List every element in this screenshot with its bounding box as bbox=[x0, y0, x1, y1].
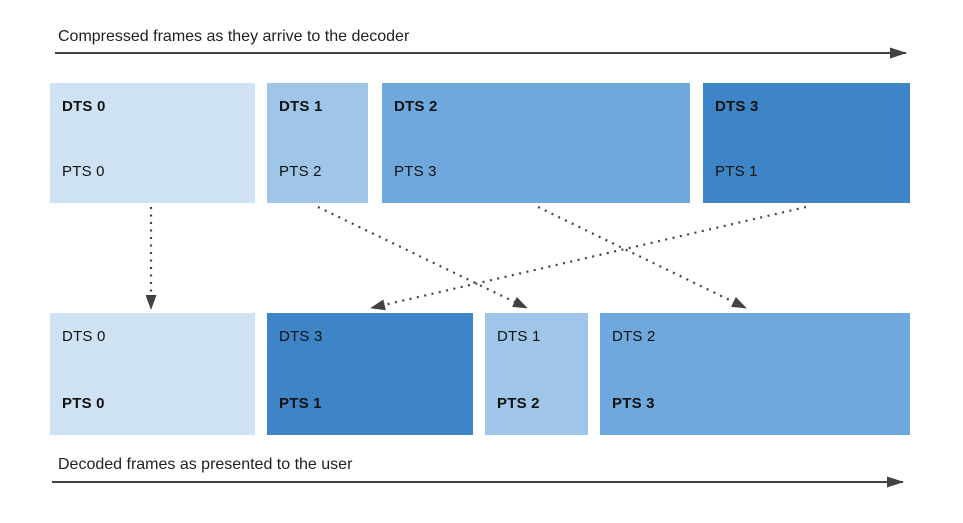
reorder-arrow-dts3-to-pts1-icon bbox=[370, 205, 807, 311]
compressed-frame-0: DTS 0 PTS 0 bbox=[50, 83, 255, 203]
decoded-frame-2: DTS 1 PTS 2 bbox=[485, 313, 588, 435]
dts-label: DTS 0 bbox=[62, 98, 106, 115]
decoded-frame-1: DTS 3 PTS 1 bbox=[267, 313, 473, 435]
dts-label: DTS 0 bbox=[62, 328, 106, 345]
compressed-frame-1: DTS 1 PTS 2 bbox=[267, 83, 368, 203]
reorder-arrow-dts1-to-pts2-icon bbox=[317, 206, 528, 309]
decoded-frame-3: DTS 2 PTS 3 bbox=[600, 313, 910, 435]
pts-label: PTS 2 bbox=[279, 163, 322, 180]
pts-label: PTS 2 bbox=[497, 395, 540, 412]
dts-label: DTS 3 bbox=[715, 98, 759, 115]
pts-label: PTS 0 bbox=[62, 395, 105, 412]
decoded-frame-0: DTS 0 PTS 0 bbox=[50, 313, 255, 435]
pts-label: PTS 3 bbox=[612, 395, 655, 412]
pts-label: PTS 0 bbox=[62, 163, 105, 180]
dts-label: DTS 1 bbox=[497, 328, 541, 345]
dts-label: DTS 2 bbox=[394, 98, 438, 115]
compressed-frame-2: DTS 2 PTS 3 bbox=[382, 83, 690, 203]
dts-label: DTS 1 bbox=[279, 98, 323, 115]
decoded-frames-axis-label: Decoded frames as presented to the user bbox=[58, 456, 353, 473]
dts-label: DTS 3 bbox=[279, 328, 323, 345]
pts-label: PTS 1 bbox=[279, 395, 322, 412]
compressed-frame-3: DTS 3 PTS 1 bbox=[703, 83, 910, 203]
compressed-frames-axis-label: Compressed frames as they arrive to the … bbox=[58, 28, 410, 45]
pts-label: PTS 1 bbox=[715, 163, 758, 180]
dts-label: DTS 2 bbox=[612, 328, 656, 345]
reorder-arrow-dts2-to-pts3-icon bbox=[537, 206, 747, 309]
pts-label: PTS 3 bbox=[394, 163, 437, 180]
